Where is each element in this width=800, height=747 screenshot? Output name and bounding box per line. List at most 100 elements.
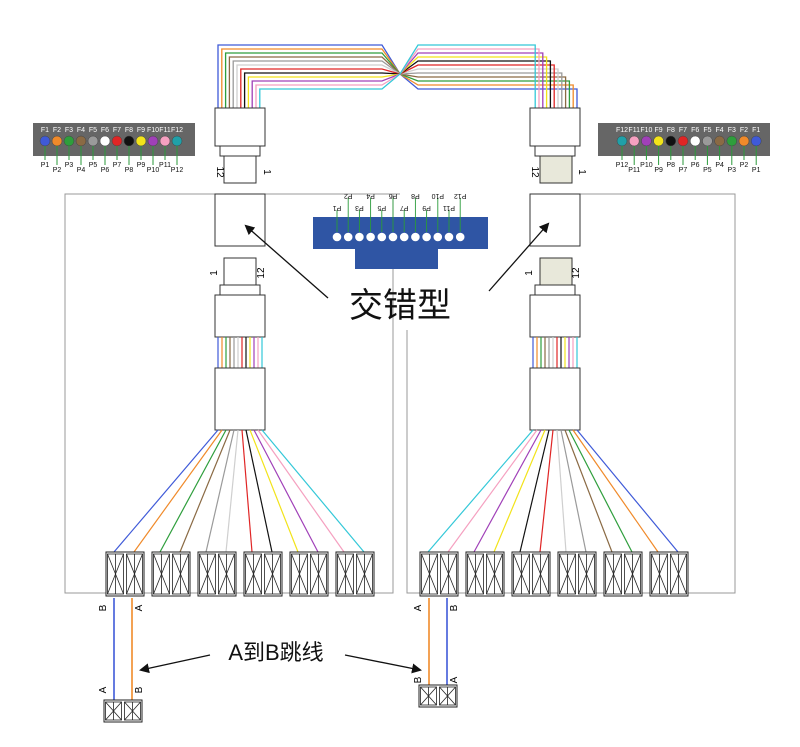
fanout-fiber (253, 429, 319, 553)
mpo-fiber-hole (355, 232, 364, 242)
pin-12-label: 12 (571, 267, 582, 279)
end-a-label: A (134, 604, 145, 611)
left-lc-connectors (105, 551, 375, 597)
lc-duplex-connector (289, 551, 329, 597)
fiber-dot (147, 135, 159, 147)
right-mpo-adapter (529, 193, 581, 247)
lc-duplex-connector (418, 684, 458, 708)
type-title: 交错型 (349, 287, 451, 325)
fiber-dot (616, 135, 628, 147)
mpo-fiber-hole (377, 232, 387, 242)
left-mpo-adapter (214, 193, 266, 247)
pin-label: P1 (41, 162, 50, 169)
fiber-label: F11 (159, 127, 171, 134)
pin-label: P12 (171, 167, 184, 174)
fiber-label: F4 (77, 127, 85, 134)
end-a-label: A (413, 604, 424, 611)
fiber-label: F11 (628, 127, 640, 134)
pin-label: P11 (628, 167, 640, 174)
pin-1-label: 1 (261, 169, 272, 175)
fiber-label: F9 (137, 127, 145, 134)
fiber-label: F8 (125, 127, 133, 134)
fiber-label: F6 (691, 127, 699, 134)
mpo-fiber-hole (343, 232, 353, 242)
fiber-label: F1 (752, 127, 760, 134)
top-right-mpo-connector: 12 1 (529, 107, 587, 184)
left-fiber-legend: F1P1F2P2F3P3F4P4F5P5F6P6F7P7F8P8F9P9F10P… (33, 123, 195, 178)
fiber-dot (665, 135, 677, 147)
pin-label: P4 (366, 192, 375, 199)
pin-label: P11 (159, 162, 171, 169)
fiber-label: F1 (41, 127, 49, 134)
fanout-fiber (225, 429, 239, 553)
mpo-fiber-hole (388, 232, 398, 242)
fiber-label: F7 (679, 127, 687, 134)
pin-label: P2 (344, 192, 353, 199)
fanout-fiber (576, 429, 679, 553)
crossed-fiber-ribbon (217, 44, 578, 108)
pin-1-label: 1 (576, 169, 587, 175)
pin-label: P6 (101, 167, 110, 174)
fanout-fiber (539, 429, 554, 553)
pin-label: P3 (65, 162, 74, 169)
ribbon-fiber (221, 48, 574, 108)
fiber-dot (714, 135, 725, 147)
fanout-fiber (473, 429, 542, 553)
mpo-fiber-hole (455, 232, 465, 242)
pin-label: P5 (377, 204, 386, 211)
fanout-fiber (572, 429, 659, 553)
fiber-dot (750, 135, 762, 147)
fiber-label: F8 (667, 127, 675, 134)
pin-label: P10 (431, 192, 444, 199)
mpo-fiber-hole (411, 232, 420, 242)
ribbon-fiber (255, 48, 540, 108)
fiber-dot (39, 135, 51, 147)
fanout-fiber (564, 429, 613, 553)
end-a-label: A (98, 686, 109, 693)
fiber-label: F5 (89, 127, 97, 134)
lc-duplex-connector (465, 551, 505, 597)
fiber-dot (63, 135, 75, 147)
lc-duplex-connector (419, 551, 459, 597)
ribbon-fiber (259, 44, 536, 108)
lc-duplex-connector (151, 551, 191, 597)
callout-arrow-right-jumper (344, 654, 422, 674)
fiber-dot (159, 135, 171, 147)
pin-label: P2 (53, 167, 62, 174)
fiber-dot (628, 135, 640, 147)
fanout-fiber (241, 429, 253, 553)
mpo-fiber-hole (444, 232, 454, 242)
pin-label: P1 (333, 204, 342, 211)
fiber-label: F9 (655, 127, 663, 134)
fiber-dot (738, 135, 750, 147)
lc-duplex-connector (649, 551, 689, 597)
lc-duplex-connector (105, 551, 145, 597)
pin-label: P9 (422, 204, 431, 211)
end-b-label: B (449, 604, 460, 611)
mpo-fiber-hole (399, 232, 409, 242)
fiber-label: F2 (740, 127, 748, 134)
fiber-dot (51, 135, 63, 147)
fiber-label: F12 (171, 127, 183, 134)
pin-label: P9 (137, 162, 146, 169)
pin-label: P6 (691, 162, 700, 169)
lc-duplex-connector (603, 551, 643, 597)
mpo-fiber-hole (422, 232, 431, 242)
right-cassette-outline (406, 193, 736, 594)
pin-label: P12 (454, 192, 467, 199)
fanout-fiber (447, 429, 538, 553)
mpo-fiber-hole (433, 232, 443, 242)
left-jumper: B A A B (98, 598, 145, 723)
fanout-fiber (568, 429, 633, 553)
fanout-fiber (519, 429, 550, 553)
right-fanout-assembly: 1 12 (427, 257, 679, 553)
fiber-dot (111, 135, 123, 147)
pin-label: P10 (147, 167, 160, 174)
lc-duplex-connector (197, 551, 237, 597)
fanout-fiber (556, 429, 567, 553)
top-left-mpo-connector: 12 1 (214, 107, 272, 184)
fiber-dot (677, 135, 689, 147)
end-a-label: A (449, 676, 460, 683)
pin-label: P2 (740, 162, 749, 169)
